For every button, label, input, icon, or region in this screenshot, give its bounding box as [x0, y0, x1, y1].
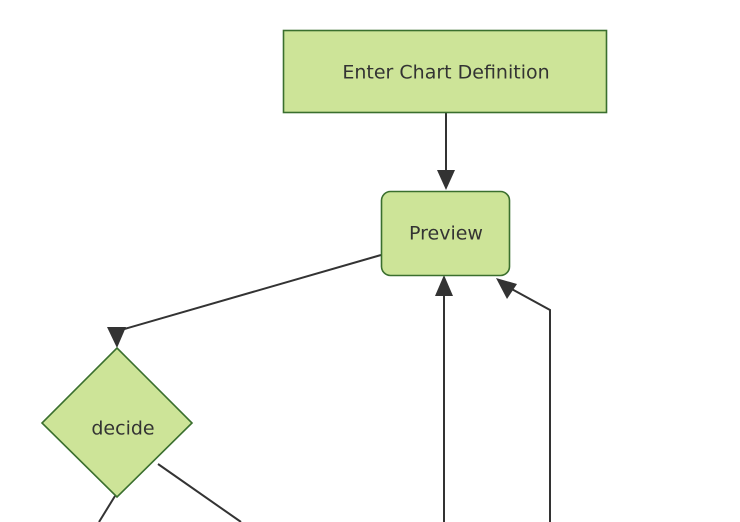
node-label-decide: decide: [91, 418, 154, 440]
node-shape-rectangle[interactable]: [282, 29, 608, 114]
node-decide[interactable]: decide: [40, 346, 194, 499]
edge-offscreen-bottom-center-to-preview: [435, 275, 453, 522]
edge-line: [112, 254, 382, 337]
edge-decide-to-offscreen-bottom-right: [157, 463, 242, 522]
node-shape-rounded-rectangle[interactable]: [380, 190, 511, 277]
node-preview[interactable]: Preview: [380, 190, 511, 277]
arrowhead-icon: [496, 278, 517, 299]
arrowhead-icon: [435, 275, 453, 296]
edge-line: [157, 463, 242, 522]
edge-line: [98, 495, 116, 522]
edge-enter-chart-definition-to-preview: [437, 113, 455, 190]
node-label-preview: Preview: [409, 223, 483, 245]
node-shape-diamond[interactable]: [40, 346, 194, 499]
arrowhead-icon: [437, 170, 455, 190]
edge-line: [507, 286, 551, 522]
edge-decide-to-offscreen-bottom-left: [98, 495, 116, 522]
edge-offscreen-bottom-right-to-preview: [496, 278, 551, 522]
edge-preview-to-decide: [107, 254, 382, 348]
arrowhead-icon: [107, 327, 126, 348]
node-label-enter-chart-definition: Enter Chart Definition: [342, 62, 549, 84]
node-enter-chart-definition[interactable]: Enter Chart Definition: [282, 29, 608, 114]
